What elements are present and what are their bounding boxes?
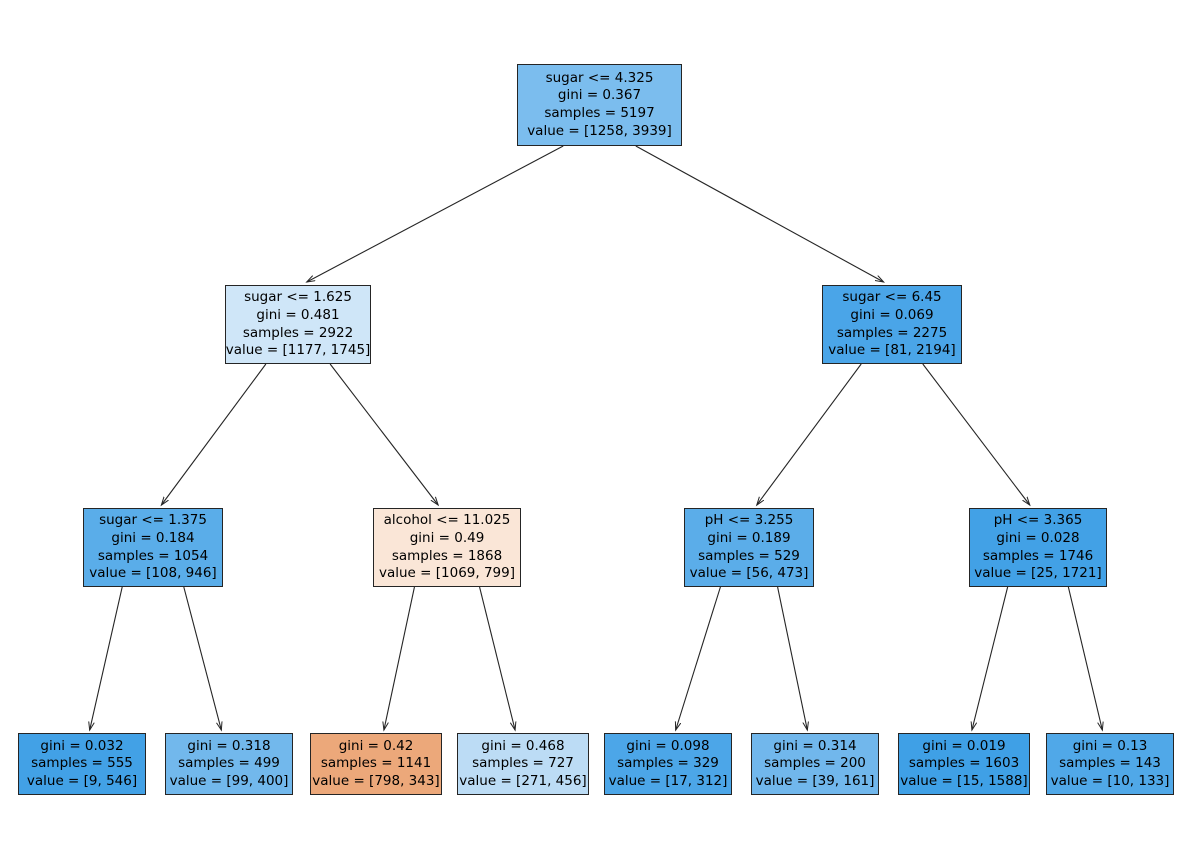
node-gini: gini = 0.314 — [773, 737, 857, 754]
node-samples: samples = 1141 — [320, 755, 432, 772]
node-samples: samples = 1746 — [982, 547, 1094, 564]
node-samples: samples = 1868 — [391, 547, 503, 564]
node-condition: sugar <= 6.45 — [842, 289, 942, 306]
node-condition: alcohol <= 11.025 — [383, 512, 511, 529]
tree-edge — [922, 363, 1030, 505]
node-value: value = [25, 1721] — [974, 565, 1102, 582]
node-samples: samples = 143 — [1059, 755, 1161, 772]
node-condition: pH <= 3.255 — [704, 512, 794, 529]
tree-edge — [307, 145, 564, 282]
node-gini: gini = 0.069 — [850, 306, 934, 323]
tree-edge — [479, 586, 516, 730]
node-value: value = [81, 2194] — [828, 342, 956, 359]
node-value: value = [108, 946] — [89, 565, 217, 582]
tree-edge — [1067, 586, 1102, 730]
node-value: value = [56, 473] — [689, 565, 809, 582]
node-samples: samples = 499 — [178, 755, 280, 772]
node-samples: samples = 5197 — [544, 105, 655, 121]
tree-edges — [90, 145, 1103, 730]
node-gini: gini = 0.189 — [707, 529, 791, 546]
tree-edge — [384, 586, 415, 730]
node-condition: sugar <= 1.375 — [99, 512, 207, 529]
node-samples: samples = 200 — [764, 755, 866, 772]
node-samples: samples = 2922 — [242, 324, 354, 341]
node-value: value = [271, 456] — [459, 772, 587, 789]
node-samples: samples = 1603 — [908, 755, 1020, 772]
node-gini: gini = 0.468 — [481, 737, 565, 754]
node-value: value = [9, 546] — [26, 772, 138, 789]
node-gini: gini = 0.481 — [256, 306, 340, 323]
node-gini: gini = 0.13 — [1072, 737, 1148, 754]
node-samples: samples = 727 — [472, 755, 574, 772]
node-gini: gini = 0.019 — [922, 737, 1006, 754]
node-condition: sugar <= 4.325 — [545, 69, 654, 86]
node-gini: gini = 0.184 — [111, 529, 195, 546]
tree-edge — [90, 586, 123, 730]
node-gini: gini = 0.367 — [557, 87, 642, 104]
node-gini: gini = 0.42 — [338, 737, 414, 754]
node-value: value = [1177, 1745] — [225, 342, 371, 359]
node-condition: sugar <= 1.625 — [244, 289, 352, 306]
node-samples: samples = 555 — [31, 755, 133, 772]
tree-edge — [183, 586, 222, 730]
tree-edge — [329, 363, 438, 505]
tree-edge — [676, 586, 721, 730]
node-samples: samples = 529 — [698, 547, 800, 564]
node-gini: gini = 0.032 — [40, 737, 124, 754]
node-value: value = [99, 400] — [169, 772, 289, 789]
node-value: value = [17, 312] — [608, 772, 728, 789]
node-gini: gini = 0.49 — [409, 529, 485, 546]
node-samples: samples = 2275 — [836, 324, 948, 341]
node-value: value = [10, 133] — [1050, 772, 1170, 789]
node-value: value = [798, 343] — [312, 772, 440, 789]
node-samples: samples = 1054 — [97, 547, 209, 564]
tree-edge — [635, 145, 884, 282]
tree-edge — [757, 363, 862, 505]
node-value: value = [1258, 3939] — [527, 122, 672, 139]
node-value: value = [39, 161] — [755, 772, 875, 789]
node-samples: samples = 329 — [617, 755, 719, 772]
node-value: value = [15, 1588] — [900, 772, 1028, 789]
node-gini: gini = 0.318 — [187, 737, 271, 754]
node-condition: pH <= 3.365 — [993, 512, 1083, 529]
tree-edge — [161, 363, 267, 505]
tree-edge — [777, 586, 808, 730]
node-gini: gini = 0.098 — [626, 737, 710, 754]
node-gini: gini = 0.028 — [996, 529, 1080, 546]
node-value: value = [1069, 799] — [378, 565, 515, 582]
tree-edge — [972, 586, 1009, 730]
